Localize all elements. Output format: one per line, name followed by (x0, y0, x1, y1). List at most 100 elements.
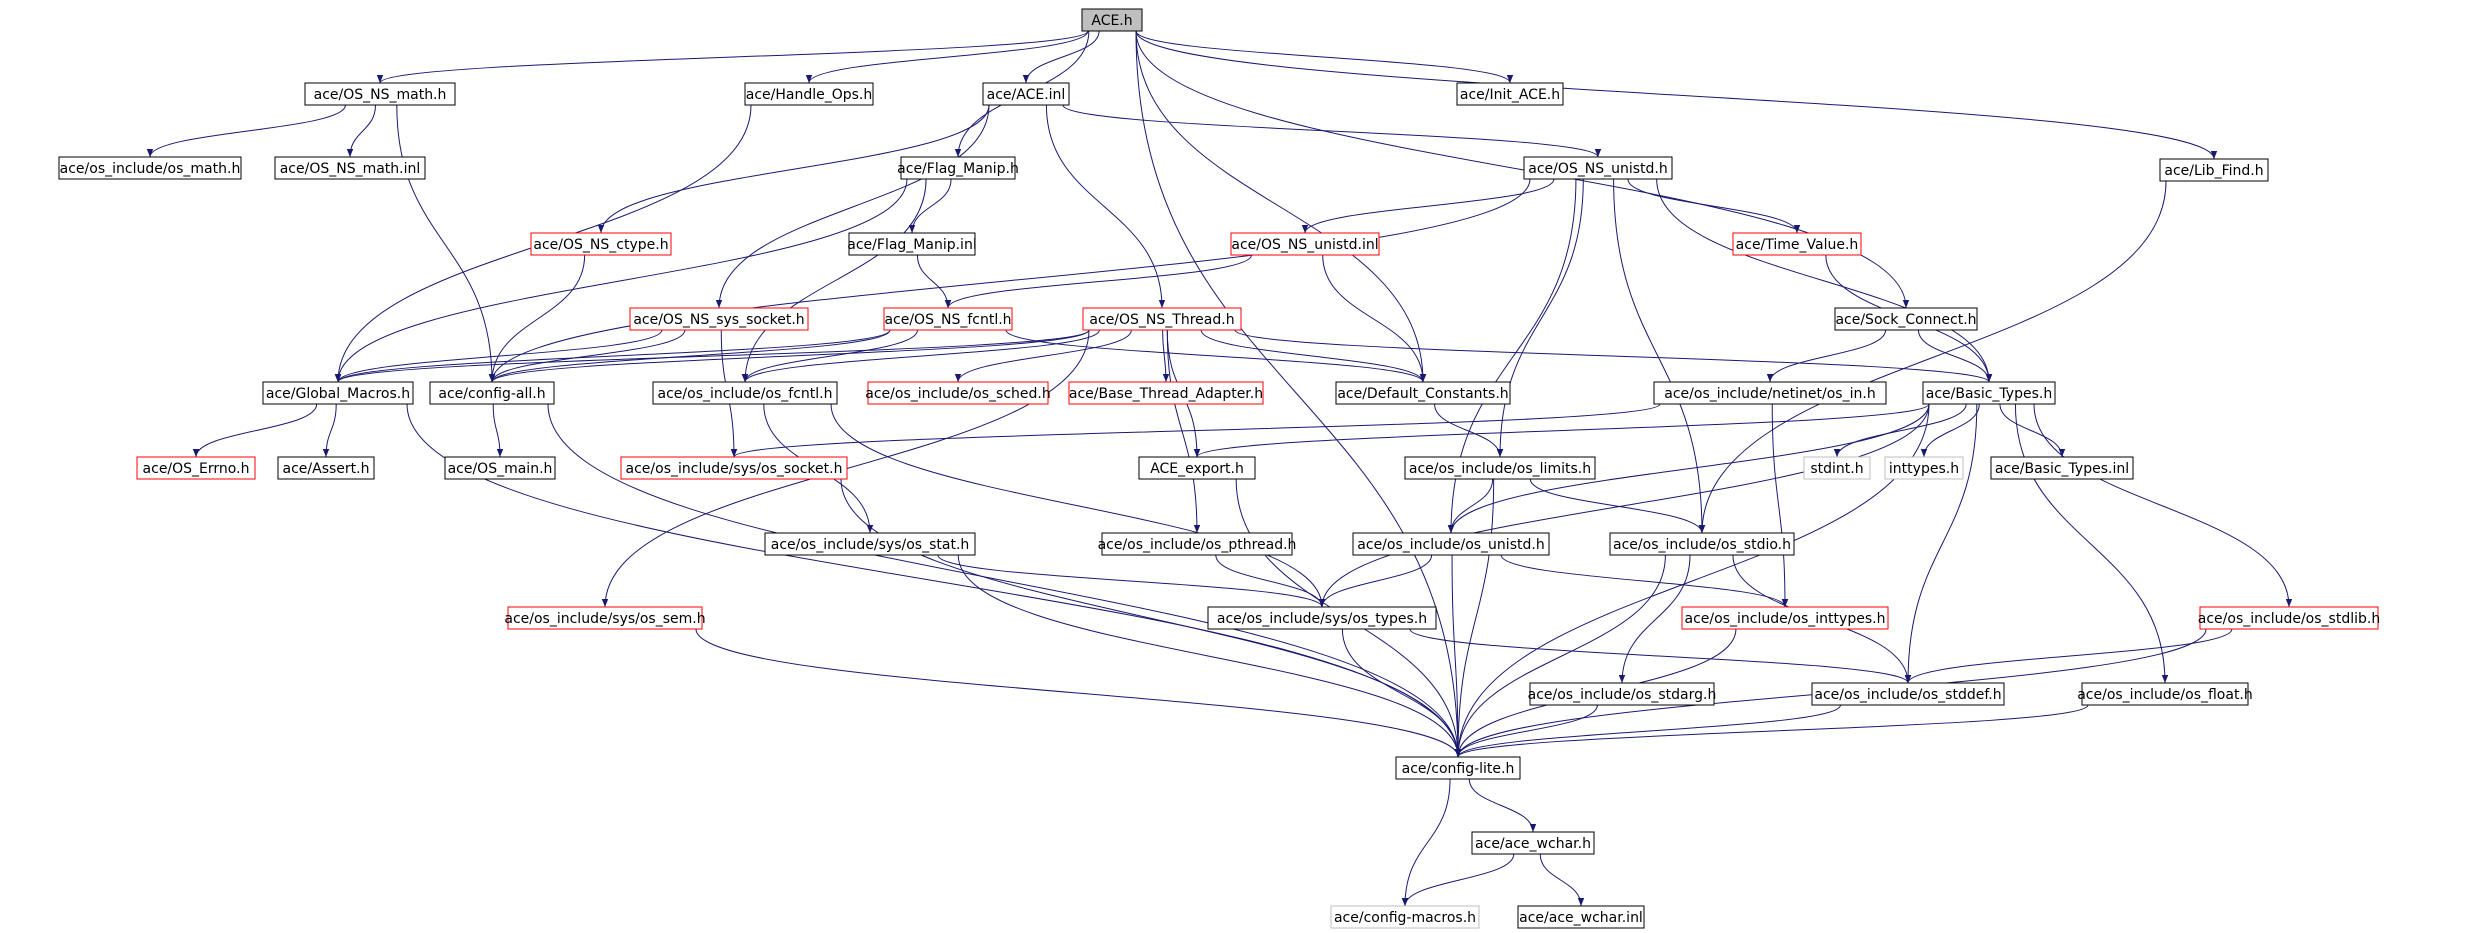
node-box[interactable] (652, 381, 838, 405)
node-ace-wchar-h[interactable]: ace/ace_wchar.h (1471, 831, 1595, 855)
node-os-in-h[interactable]: ace/os_include/netinet/os_in.h (1653, 381, 1887, 405)
node-box[interactable] (982, 82, 1070, 106)
node-box[interactable] (1732, 232, 1862, 256)
node-box[interactable] (1653, 381, 1887, 405)
node-box[interactable] (136, 456, 256, 480)
node-os-limits-h[interactable]: ace/os_include/os_limits.h (1404, 456, 1596, 480)
node-os-stdio-h[interactable]: ace/os_include/os_stdio.h (1609, 532, 1795, 556)
node-basic-types-h[interactable]: ace/Basic_Types.h (1922, 381, 2056, 405)
node-box[interactable] (1230, 232, 1380, 256)
node-box[interactable] (900, 156, 1016, 180)
node-inttypes-h[interactable]: inttypes.h (1884, 456, 1964, 480)
node-config-macros-h[interactable]: ace/config-macros.h (1330, 905, 1480, 929)
node-lib-find-h[interactable]: ace/Lib_Find.h (2159, 158, 2269, 182)
node-os-sched-h[interactable]: ace/os_include/os_sched.h (865, 381, 1051, 405)
node-os-errno-h[interactable]: ace/OS_Errno.h (136, 456, 256, 480)
node-box[interactable] (429, 381, 555, 405)
node-box[interactable] (2159, 158, 2269, 182)
node-box[interactable] (304, 82, 456, 106)
node-box[interactable] (620, 456, 848, 480)
node-box[interactable] (2081, 682, 2249, 706)
node-config-lite-h[interactable]: ace/config-lite.h (1395, 756, 1521, 780)
node-box[interactable] (530, 232, 672, 256)
node-os-stdarg-h[interactable]: ace/os_include/os_stdarg.h (1528, 682, 1717, 706)
node-box[interactable] (1404, 456, 1596, 480)
node-box[interactable] (1101, 532, 1293, 556)
node-time-value-h[interactable]: ace/Time_Value.h (1732, 232, 1862, 256)
node-os-fcntl-h[interactable]: ace/os_include/os_fcntl.h (652, 381, 838, 405)
node-box[interactable] (1207, 606, 1437, 630)
node-box[interactable] (1922, 381, 2056, 405)
node-box[interactable] (629, 307, 809, 331)
node-box[interactable] (1352, 532, 1550, 556)
node-box[interactable] (1517, 905, 1645, 929)
node-os-ns-fcntl-h[interactable]: ace/OS_NS_fcntl.h (883, 307, 1013, 331)
node-os-math-h[interactable]: ace/os_include/os_math.h (58, 156, 242, 180)
node-init-ace-h[interactable]: ace/Init_ACE.h (1456, 82, 1564, 106)
node-box[interactable] (744, 82, 874, 106)
node-basic-types-inl[interactable]: ace/Basic_Types.inl (1990, 456, 2134, 480)
node-box[interactable] (1395, 756, 1521, 780)
node-os-types-h[interactable]: ace/os_include/sys/os_types.h (1207, 606, 1437, 630)
node-ace-h[interactable]: ACE.h (1081, 8, 1143, 32)
node-box[interactable] (1523, 156, 1673, 180)
node-flag-manip-h[interactable]: ace/Flag_Manip.h (897, 156, 1019, 180)
node-os-ns-unistd-inl[interactable]: ace/OS_NS_unistd.inl (1230, 232, 1380, 256)
node-box[interactable] (2199, 606, 2379, 630)
node-os-ns-thread-h[interactable]: ace/OS_NS_Thread.h (1082, 307, 1242, 331)
node-os-pthread-h[interactable]: ace/os_include/os_pthread.h (1098, 532, 1297, 556)
node-box[interactable] (1330, 905, 1480, 929)
node-box[interactable] (764, 532, 976, 556)
node-box[interactable] (867, 381, 1049, 405)
node-box[interactable] (1811, 682, 2005, 706)
node-os-stdlib-h[interactable]: ace/os_include/os_stdlib.h (2198, 606, 2380, 630)
node-box[interactable] (1529, 682, 1715, 706)
node-os-ns-math-h[interactable]: ace/OS_NS_math.h (304, 82, 456, 106)
node-ace-inl[interactable]: ace/ACE.inl (982, 82, 1070, 106)
node-os-ns-math-inl[interactable]: ace/OS_NS_math.inl (274, 156, 426, 180)
node-box[interactable] (507, 606, 703, 630)
node-box[interactable] (1082, 307, 1242, 331)
node-assert-h[interactable]: ace/Assert.h (277, 456, 375, 480)
node-os-sem-h[interactable]: ace/os_include/sys/os_sem.h (504, 606, 706, 630)
node-box[interactable] (1834, 307, 1978, 331)
node-os-ns-unistd-h[interactable]: ace/OS_NS_unistd.h (1523, 156, 1673, 180)
node-sock-connect-h[interactable]: ace/Sock_Connect.h (1834, 307, 1978, 331)
node-box[interactable] (1138, 456, 1256, 480)
node-config-all-h[interactable]: ace/config-all.h (429, 381, 555, 405)
node-box[interactable] (58, 156, 242, 180)
node-box[interactable] (1609, 532, 1795, 556)
node-handle-ops-h[interactable]: ace/Handle_Ops.h (744, 82, 874, 106)
node-box[interactable] (1990, 456, 2134, 480)
node-box[interactable] (848, 232, 976, 256)
node-os-ns-ctype-h[interactable]: ace/OS_NS_ctype.h (530, 232, 672, 256)
node-stdint-h[interactable]: stdint.h (1803, 456, 1871, 480)
node-box[interactable] (262, 381, 414, 405)
node-os-main-h[interactable]: ace/OS_main.h (444, 456, 556, 480)
node-os-unistd-h[interactable]: ace/os_include/os_unistd.h (1352, 532, 1550, 556)
node-box[interactable] (1471, 831, 1595, 855)
node-box[interactable] (444, 456, 556, 480)
node-os-float-h[interactable]: ace/os_include/os_float.h (2077, 682, 2253, 706)
node-flag-manip-inl[interactable]: ace/Flag_Manip.inl (847, 232, 977, 256)
node-box[interactable] (277, 456, 375, 480)
node-box[interactable] (1803, 456, 1871, 480)
node-os-stddef-h[interactable]: ace/os_include/os_stddef.h (1811, 682, 2005, 706)
node-box[interactable] (1681, 606, 1889, 630)
node-ace-export-h[interactable]: ACE_export.h (1138, 456, 1256, 480)
node-box[interactable] (1335, 381, 1511, 405)
node-ace-wchar-inl[interactable]: ace/ace_wchar.inl (1517, 905, 1645, 929)
node-box[interactable] (1068, 381, 1264, 405)
node-os-socket-h[interactable]: ace/os_include/sys/os_socket.h (620, 456, 848, 480)
node-box[interactable] (1081, 8, 1143, 32)
node-box[interactable] (1456, 82, 1564, 106)
node-default-constants-h[interactable]: ace/Default_Constants.h (1335, 381, 1511, 405)
node-os-ns-sys-socket-h[interactable]: ace/OS_NS_sys_socket.h (629, 307, 809, 331)
node-os-inttypes-h[interactable]: ace/os_include/os_inttypes.h (1681, 606, 1889, 630)
node-global-macros-h[interactable]: ace/Global_Macros.h (262, 381, 414, 405)
node-box[interactable] (1884, 456, 1964, 480)
node-box[interactable] (883, 307, 1013, 331)
node-os-stat-h[interactable]: ace/os_include/sys/os_stat.h (764, 532, 976, 556)
node-box[interactable] (274, 156, 426, 180)
node-base-thread-adapter-h[interactable]: ace/Base_Thread_Adapter.h (1068, 381, 1264, 405)
